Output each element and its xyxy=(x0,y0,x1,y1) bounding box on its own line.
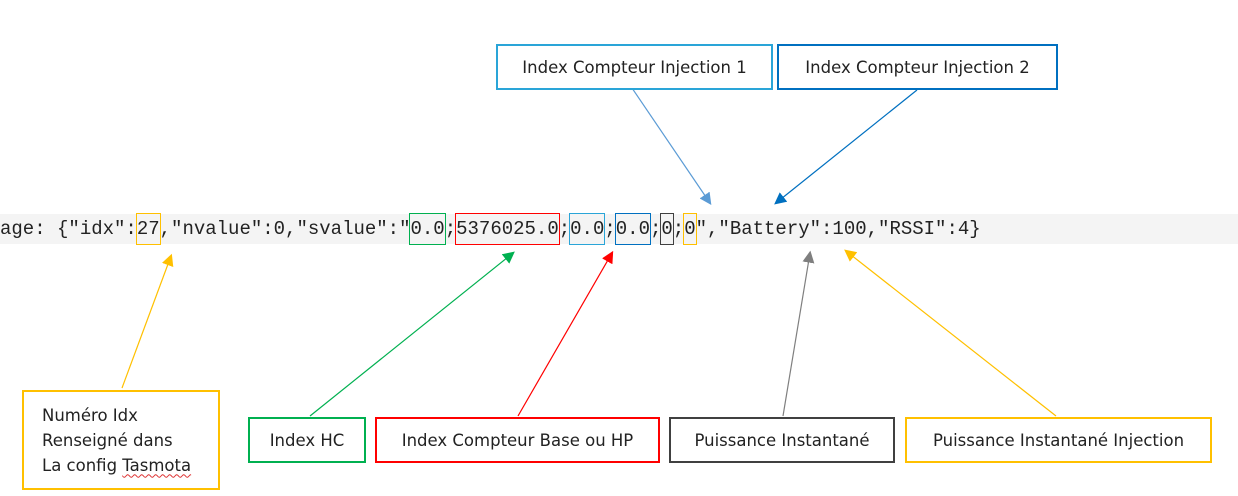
code-hp-value: 5376025.0 xyxy=(455,213,560,245)
code-mid: ,"nvalue":0,"svalue":" xyxy=(159,218,411,240)
code-sep: ; xyxy=(649,218,662,240)
label-hc: Index HC xyxy=(269,430,345,450)
arrow-power-inj xyxy=(844,249,1057,417)
label-idx-box: Numéro Idx Renseigné dans La config Tasm… xyxy=(22,390,220,490)
code-suffix: ","Battery":100,"RSSI":4} xyxy=(695,218,981,240)
label-inj1: Index Compteur Injection 1 xyxy=(522,57,747,77)
arrow-power xyxy=(782,250,815,417)
label-inj1-box: Index Compteur Injection 1 xyxy=(496,44,773,90)
code-power-value: 0 xyxy=(660,213,674,245)
label-power-inj: Puissance Instantané Injection xyxy=(932,430,1185,450)
code-sep: ; xyxy=(444,218,457,240)
label-hc-box: Index HC xyxy=(248,417,366,463)
label-hp-box: Index Compteur Base ou HP xyxy=(375,417,660,463)
code-hc-value: 0.0 xyxy=(409,213,446,245)
label-inj2: Index Compteur Injection 2 xyxy=(805,57,1030,77)
code-sep: ; xyxy=(604,218,616,240)
label-power: Puissance Instantané xyxy=(694,430,870,450)
label-idx-line2: Renseigné dans xyxy=(42,430,173,450)
code-inj1-value: 0.0 xyxy=(569,213,606,245)
code-prefix: age: {"idx": xyxy=(0,218,137,240)
arrow-idx xyxy=(121,253,174,389)
label-power-box: Puissance Instantané xyxy=(669,417,895,463)
arrow-hp xyxy=(517,250,614,417)
code-power-inj-value: 0 xyxy=(683,213,697,245)
label-idx-line3: La config Tasmota xyxy=(42,453,191,478)
arrow-inj1 xyxy=(631,87,712,205)
label-power-inj-box: Puissance Instantané Injection xyxy=(905,417,1212,463)
arrow-hc xyxy=(309,251,515,417)
code-idx-value: 27 xyxy=(135,213,161,245)
label-hp: Index Compteur Base ou HP xyxy=(401,430,634,450)
label-inj2-box: Index Compteur Injection 2 xyxy=(777,44,1058,90)
label-idx-line3b: Tasmota xyxy=(122,455,192,475)
code-sep: ; xyxy=(558,218,571,240)
label-idx-line1: Numéro Idx xyxy=(42,405,138,425)
mqtt-message-line: age: {"idx":27,"nvalue":0,"svalue":"0.0;… xyxy=(0,213,1238,245)
arrow-inj2 xyxy=(774,89,918,205)
code-sep: ; xyxy=(672,218,685,240)
code-inj2-value: 0.0 xyxy=(614,213,651,245)
label-idx-line3a: La config xyxy=(42,455,123,475)
